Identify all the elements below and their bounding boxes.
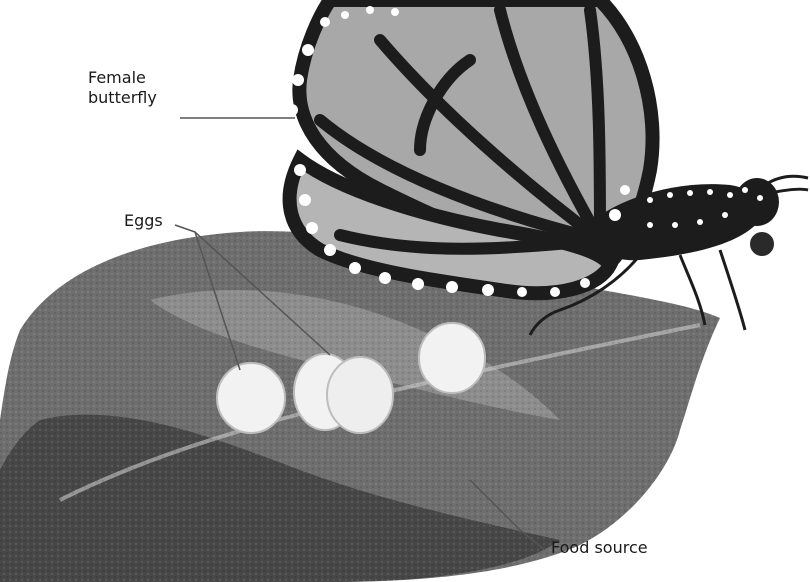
label-eggs: Eggs [124,211,163,231]
butterfly-eye [749,231,775,257]
egg [327,357,393,433]
egg [217,363,285,433]
label-female-line1: Female [88,68,157,88]
butterfly-head [735,178,779,226]
butterfly-antenna [765,176,808,185]
label-food-source: Food source [551,538,648,558]
label-female-butterfly: Female butterfly [88,68,157,108]
egg [419,323,485,393]
label-female-line2: butterfly [88,88,157,108]
